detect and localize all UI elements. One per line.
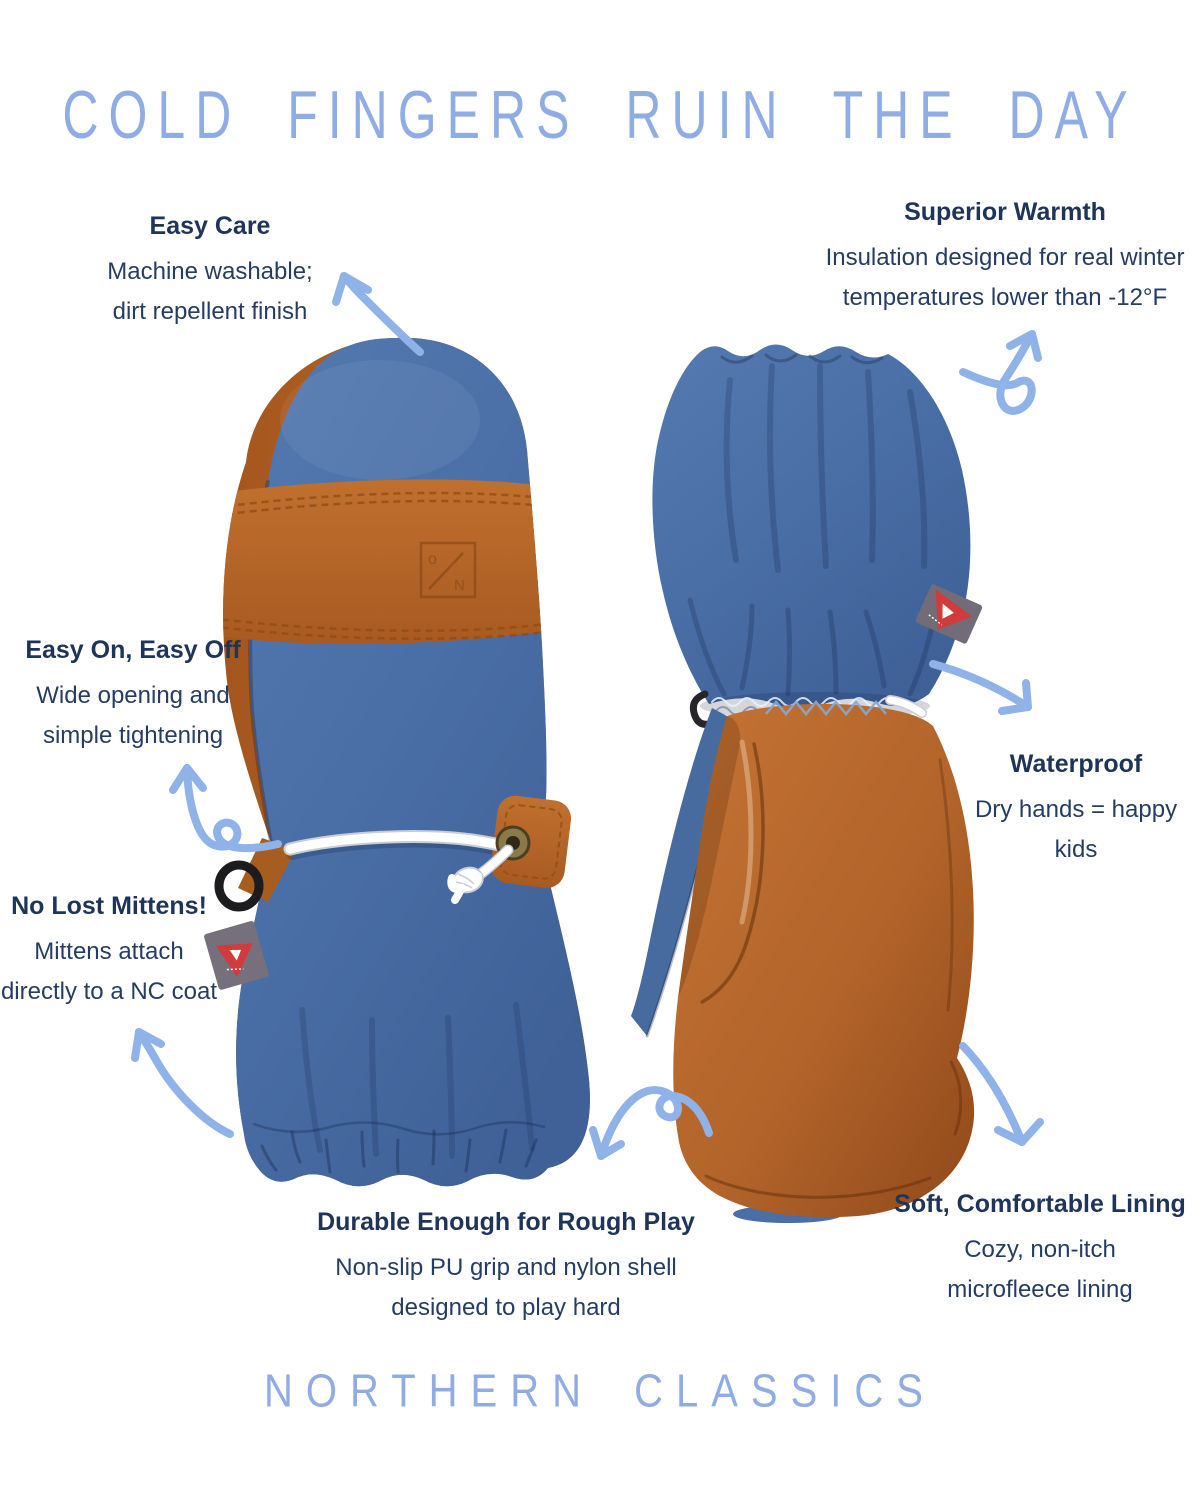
brand-wordmark: NORTHERN CLASSICS — [264, 1366, 936, 1417]
arrow-durable — [589, 1086, 713, 1160]
callout-line: microfleece lining — [947, 1276, 1133, 1303]
callout-no-lost-mittens: No Lost Mittens! Mittens attach directly… — [0, 886, 218, 1012]
d-ring-icon — [214, 860, 264, 912]
arrow-superior-warmth — [959, 330, 1042, 415]
callout-line: Mittens attach — [34, 938, 184, 965]
callout-line: Dry hands = happy — [974, 796, 1178, 823]
callout-line: Machine washable; — [107, 258, 313, 285]
arrow-no-lost-mittens — [131, 1028, 234, 1138]
leather-cuff-band — [223, 479, 566, 644]
callout-line: designed to play hard — [391, 1294, 621, 1321]
callout-heading: Superior Warmth — [904, 198, 1106, 226]
callout-easy-on: Easy On, Easy Off Wide opening and simpl… — [0, 630, 268, 756]
callout-line: temperatures lower than -12°F — [842, 284, 1168, 311]
primaloft-tag-icon — [915, 584, 983, 644]
mitten-back-illustration — [631, 344, 983, 1223]
callout-line: kids — [1054, 836, 1098, 863]
emboss-letter-top: o — [428, 551, 437, 568]
arrow-waterproof — [929, 660, 1032, 715]
callout-heading: Durable Enough for Rough Play — [317, 1208, 695, 1236]
callout-heading: Easy Care — [149, 212, 271, 240]
arrow-soft-lining — [959, 1042, 1044, 1146]
drawcord — [283, 795, 572, 904]
brand-logo-emboss: o N — [419, 541, 477, 599]
grommet-tab — [490, 795, 572, 888]
cord-knot — [447, 866, 484, 904]
mitten-front-illustration: o N — [204, 337, 590, 1187]
callout-heading: Waterproof — [1009, 750, 1143, 778]
callout-line: directly to a NC coat — [0, 978, 218, 1005]
callout-waterproof: Waterproof Dry hands = happy kids — [950, 744, 1200, 870]
callout-line: dirt repellent finish — [112, 298, 308, 325]
callout-heading: Easy On, Easy Off — [25, 636, 241, 664]
primaloft-tag-icon — [204, 921, 269, 990]
callout-line: Cozy, non-itch — [964, 1236, 1116, 1263]
zigzag-stitch — [765, 700, 887, 716]
callout-heading: Soft, Comfortable Lining — [894, 1190, 1186, 1218]
cord-end — [886, 696, 926, 717]
callout-soft-lining: Soft, Comfortable Lining Cozy, non-itch … — [880, 1184, 1200, 1310]
callout-line: Non-slip PU grip and nylon shell — [335, 1254, 677, 1281]
hang-loop-icon — [689, 690, 713, 728]
callout-easy-care: Easy Care Machine washable; dirt repelle… — [30, 206, 390, 332]
callout-superior-warmth: Superior Warmth Insulation designed for … — [800, 192, 1200, 318]
callout-line: Insulation designed for real winter — [825, 244, 1185, 271]
arrow-easy-on — [169, 764, 282, 853]
callout-line: simple tightening — [42, 722, 224, 749]
arrow-easy-care — [332, 272, 424, 356]
callout-durable: Durable Enough for Rough Play Non-slip P… — [300, 1202, 712, 1328]
emboss-letter-bottom: N — [454, 577, 465, 594]
callout-line: Wide opening and — [36, 682, 230, 709]
callout-heading: No Lost Mittens! — [11, 892, 207, 920]
page-title: COLD FINGERS RUIN THE DAY — [62, 77, 1138, 153]
attachment-strap — [238, 838, 296, 902]
